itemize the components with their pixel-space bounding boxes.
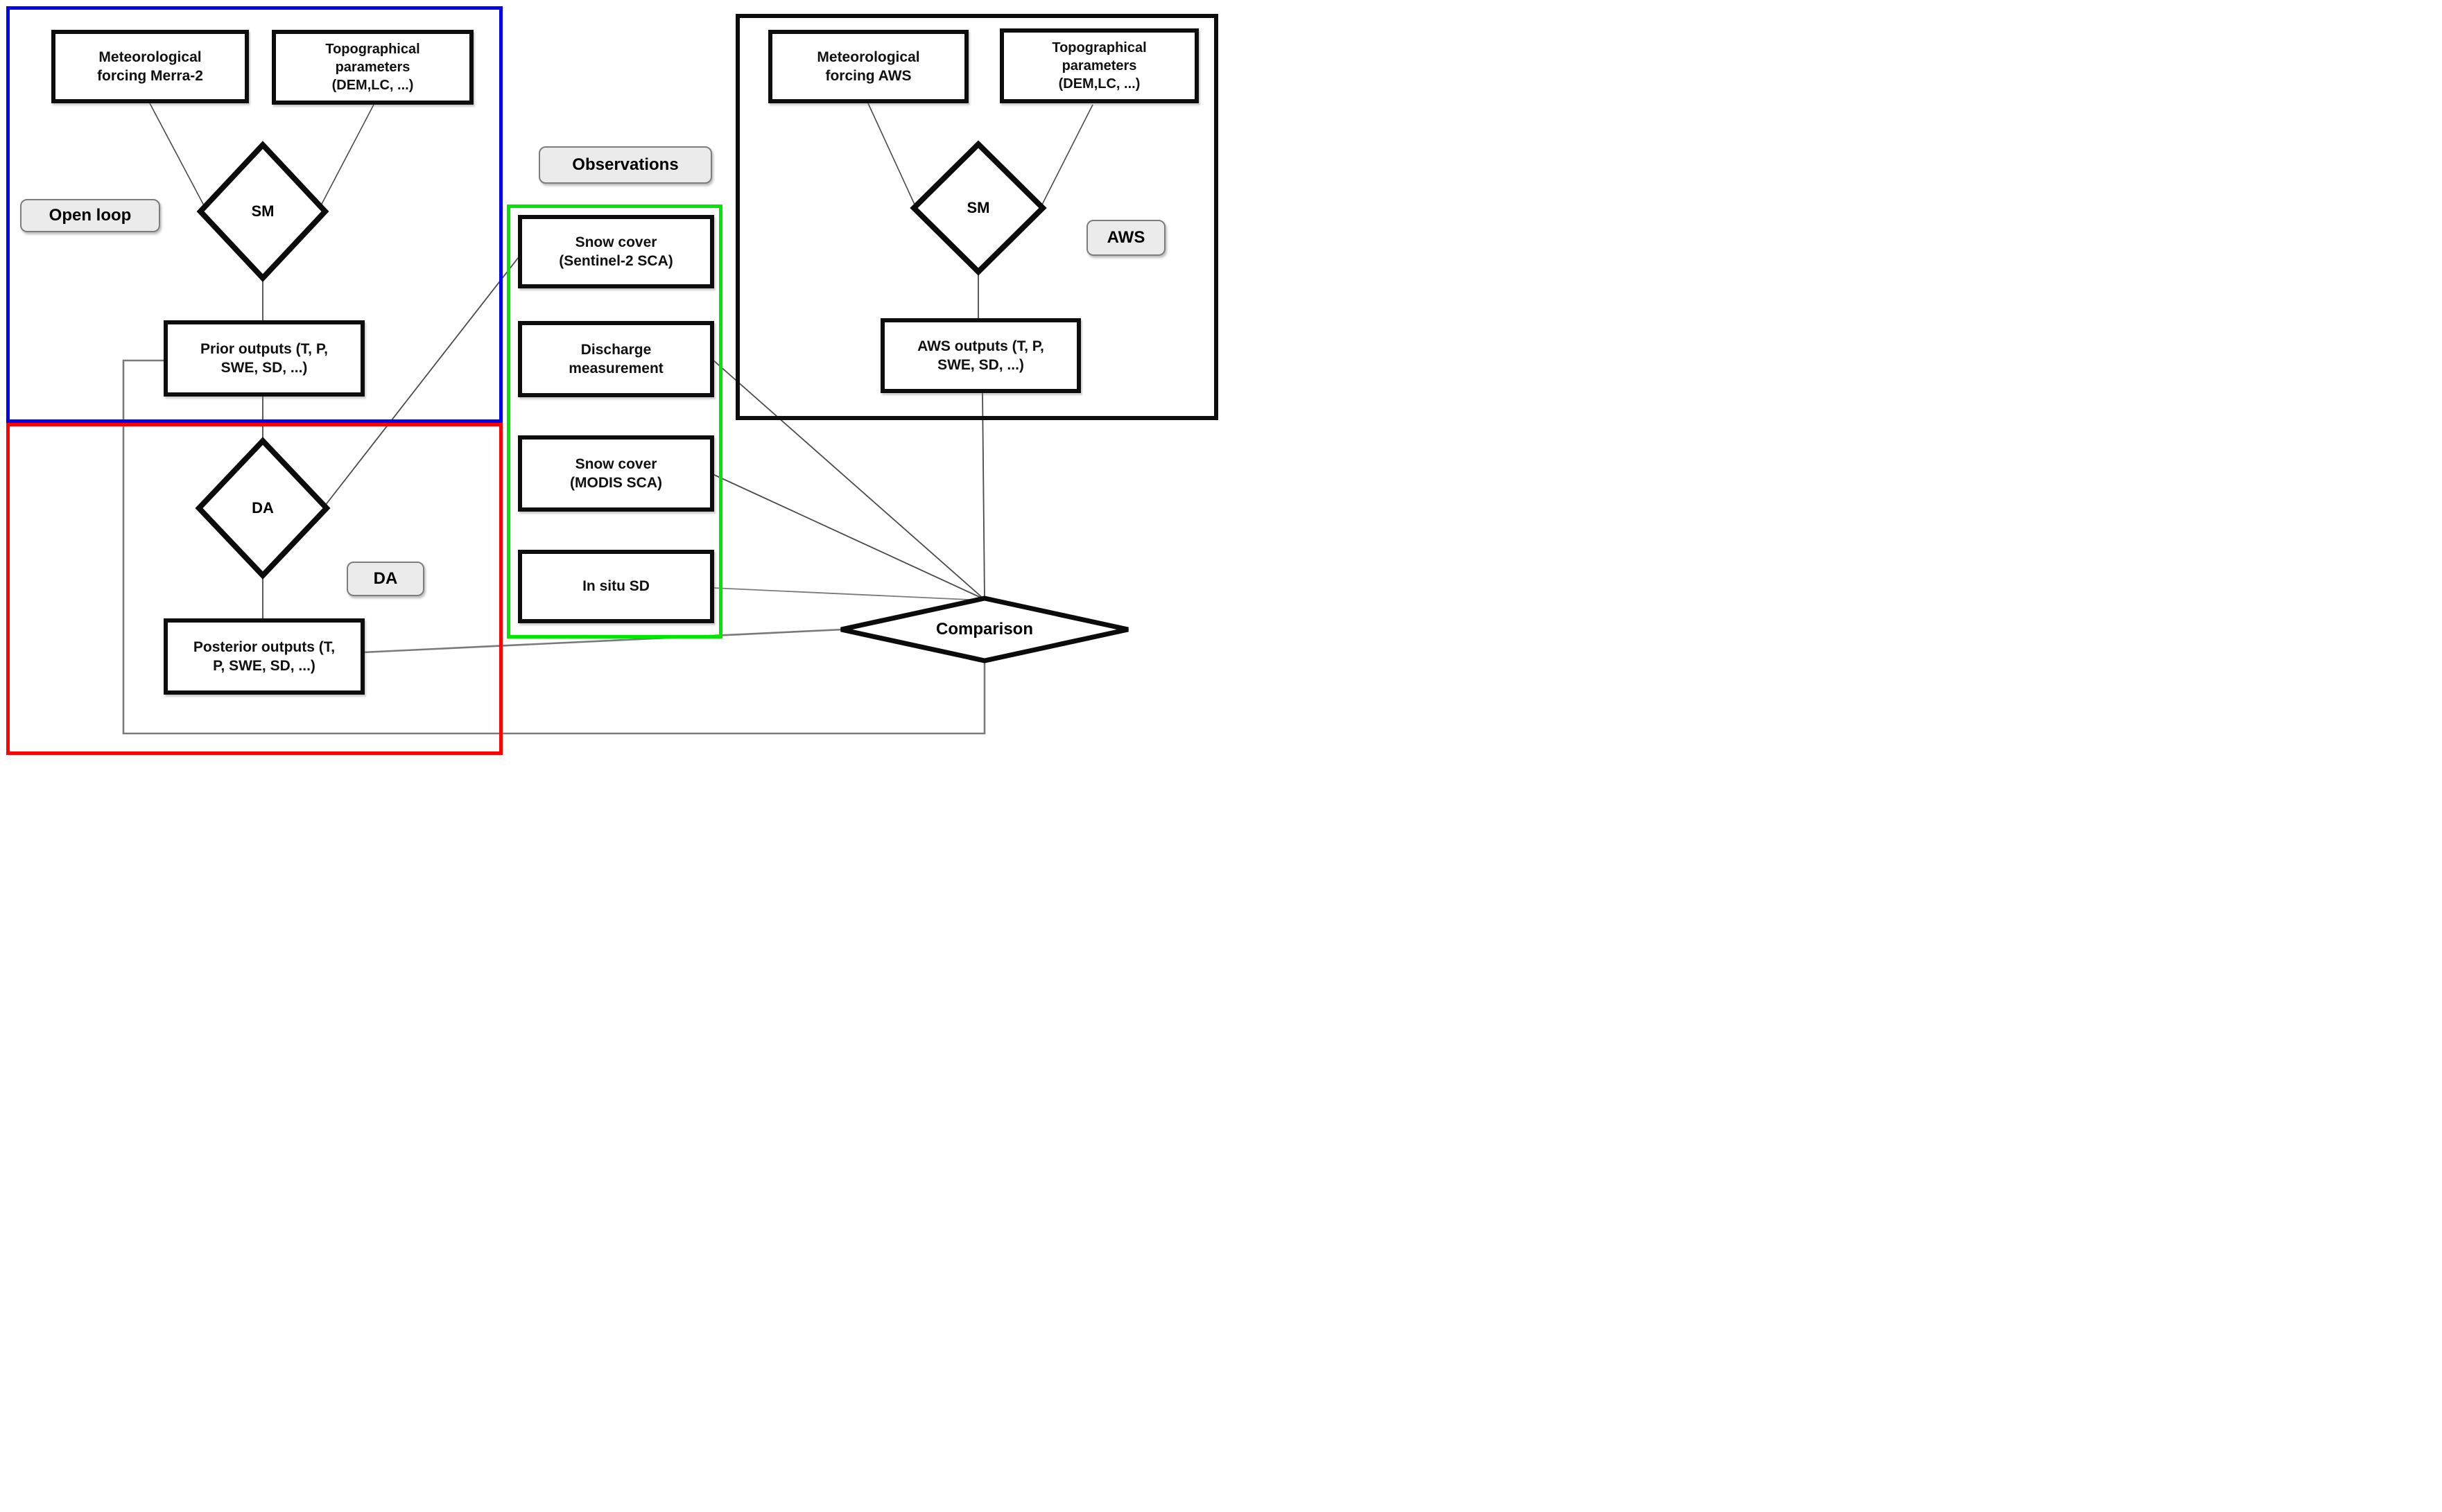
box-label: Snow cover (MODIS SCA) — [570, 455, 662, 491]
sm-left-diamond-label: SM — [251, 202, 275, 220]
aws-tag: AWS — [1086, 220, 1166, 256]
aws-group-outline — [736, 14, 1218, 420]
box-label: In situ SD — [582, 578, 650, 595]
box-prior-outputs: Prior outputs (T, P, SWE, SD, ...) — [164, 320, 365, 397]
connector-lines — [122, 103, 1129, 735]
box-meteorological-forcing-aws: Meteorological forcing AWS — [768, 30, 969, 103]
box-in-situ-sd: In situ SD — [518, 550, 714, 623]
box-posterior-outputs: Posterior outputs (T, P, SWE, SD, ...) — [164, 618, 365, 695]
sm-right-diamond — [910, 140, 1047, 276]
sm-left-diamond — [196, 141, 329, 282]
box-label: Prior outputs (T, P, SWE, SD, ...) — [200, 340, 328, 376]
box-label: Meteorological forcing AWS — [817, 49, 920, 84]
flowchart-canvas: Meteorological forcing Merra-2 Topograph… — [0, 0, 1221, 756]
box-topographical-parameters-left: Topographical parameters (DEM,LC, ...) — [272, 30, 474, 105]
comparison-diamond-label: Comparison — [935, 620, 1033, 638]
open-loop-tag: Open loop — [20, 199, 160, 232]
box-discharge-measurement: Discharge measurement — [518, 321, 714, 397]
box-label: Meteorological forcing Merra-2 — [97, 49, 203, 84]
box-topographical-parameters-right: Topographical parameters (DEM,LC, ...) — [1000, 28, 1199, 103]
open-loop-group-outline — [6, 6, 503, 423]
sm-right-diamond-label: SM — [967, 199, 990, 216]
box-label: Topographical parameters (DEM,LC, ...) — [1052, 40, 1147, 92]
box-label: Posterior outputs (T, P, SWE, SD, ...) — [193, 638, 336, 674]
box-label: Topographical parameters (DEM,LC, ...) — [325, 42, 420, 93]
observations-group-outline — [507, 205, 722, 638]
observations-tag: Observations — [539, 146, 712, 184]
da-tag: DA — [347, 562, 424, 596]
box-label: Discharge measurement — [569, 341, 664, 376]
box-meteorological-forcing-merra2: Meteorological forcing Merra-2 — [51, 30, 249, 103]
comparison-diamond — [840, 596, 1129, 663]
box-aws-outputs: AWS outputs (T, P, SWE, SD, ...) — [881, 318, 1081, 393]
box-label: Snow cover (Sentinel-2 SCA) — [559, 234, 673, 269]
da-diamond — [195, 437, 331, 580]
box-label: AWS outputs (T, P, SWE, SD, ...) — [917, 338, 1044, 373]
box-snow-cover-sentinel2: Snow cover (Sentinel-2 SCA) — [518, 215, 714, 288]
box-snow-cover-modis: Snow cover (MODIS SCA) — [518, 435, 714, 512]
da-group-outline — [6, 423, 503, 755]
da-diamond-label: DA — [252, 499, 274, 516]
